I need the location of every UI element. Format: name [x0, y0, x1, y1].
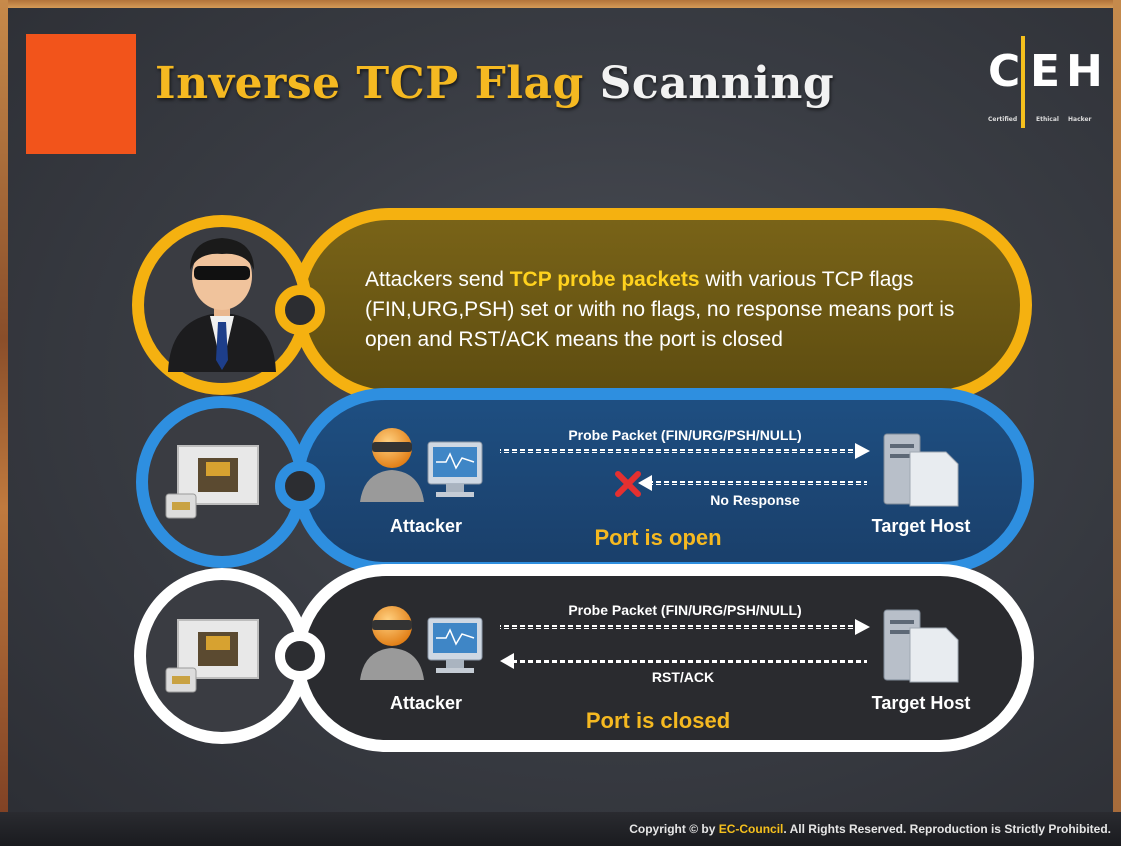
closed-attacker-label: Attacker [390, 693, 462, 713]
open-probe-label: Probe Packet (FIN/URG/PSH/NULL) [568, 427, 801, 443]
page-title: Inverse TCP Flag Scanning [155, 58, 834, 109]
closed-probe-label: Probe Packet (FIN/URG/PSH/NULL) [568, 602, 801, 618]
ethernet-port-icon [165, 445, 259, 519]
intro-text-before: Attackers send [365, 268, 510, 291]
open-attacker-label: Attacker [390, 516, 462, 536]
response-arrow-line [652, 481, 867, 485]
monitor-icon [427, 617, 483, 673]
closed-response-label: RST/ACK [652, 669, 714, 685]
target-host-icon [883, 433, 959, 507]
probe-arrowhead [855, 619, 870, 635]
copyright-suffix: . All Rights Reserved. Reproduction is S… [783, 822, 1111, 836]
open-row: Probe Packet (FIN/URG/PSH/NULL) No Respo… [136, 388, 1034, 574]
open-connector [275, 461, 325, 511]
hacker-person-icon [168, 238, 276, 372]
copyright-brand: EC-Council [718, 822, 784, 836]
closed-connector [275, 631, 325, 681]
info-connector [275, 285, 325, 335]
response-arrowhead [638, 475, 652, 491]
open-status: Port is open [594, 525, 721, 550]
logo-sub-certified: Certified [988, 116, 1018, 123]
monitor-icon [427, 441, 483, 497]
intro-highlight: TCP probe packets [509, 268, 700, 291]
info-row [132, 208, 1032, 402]
ceh-logo: C EH Certified Ethical Hacker [988, 36, 1103, 136]
logo-sub-ethical: Ethical [1036, 116, 1059, 123]
attacker-icon [360, 606, 424, 680]
attacker-icon [360, 428, 424, 502]
logo-bar [1021, 36, 1025, 128]
frame-top [0, 0, 1121, 8]
probe-arrowhead [855, 443, 870, 459]
logo-letter-c: C [988, 46, 1021, 97]
orange-accent-block [26, 34, 136, 154]
frame-left [0, 0, 8, 846]
frame-right [1113, 0, 1121, 846]
response-arrow-line [514, 659, 867, 663]
open-target-label: Target Host [872, 516, 971, 536]
blocked-x-icon [615, 471, 641, 497]
closed-target-label: Target Host [872, 693, 971, 713]
closed-row: Probe Packet (FIN/URG/PSH/NULL) RST/ACK … [134, 564, 1034, 752]
logo-sub-hacker: Hacker [1068, 116, 1092, 123]
target-host-icon [883, 609, 959, 683]
title-part1: Inverse TCP Flag [155, 58, 584, 109]
copyright-prefix: Copyright © by [629, 822, 719, 836]
probe-arrow-line [500, 625, 855, 629]
probe-arrow-line [500, 449, 855, 453]
intro-text-after: with various TCP flags (FIN,URG,PSH) set… [365, 268, 955, 351]
intro-description: Attackers send TCP probe packets with va… [365, 265, 985, 355]
title-part2: Scanning [599, 58, 835, 109]
ethernet-port-icon [165, 619, 259, 693]
response-arrowhead [500, 653, 514, 669]
closed-status: Port is closed [586, 708, 730, 733]
copyright-footer: Copyright © by EC-Council. All Rights Re… [0, 812, 1121, 846]
open-response-label: No Response [710, 492, 800, 508]
logo-letters-eh: EH [1030, 46, 1109, 97]
